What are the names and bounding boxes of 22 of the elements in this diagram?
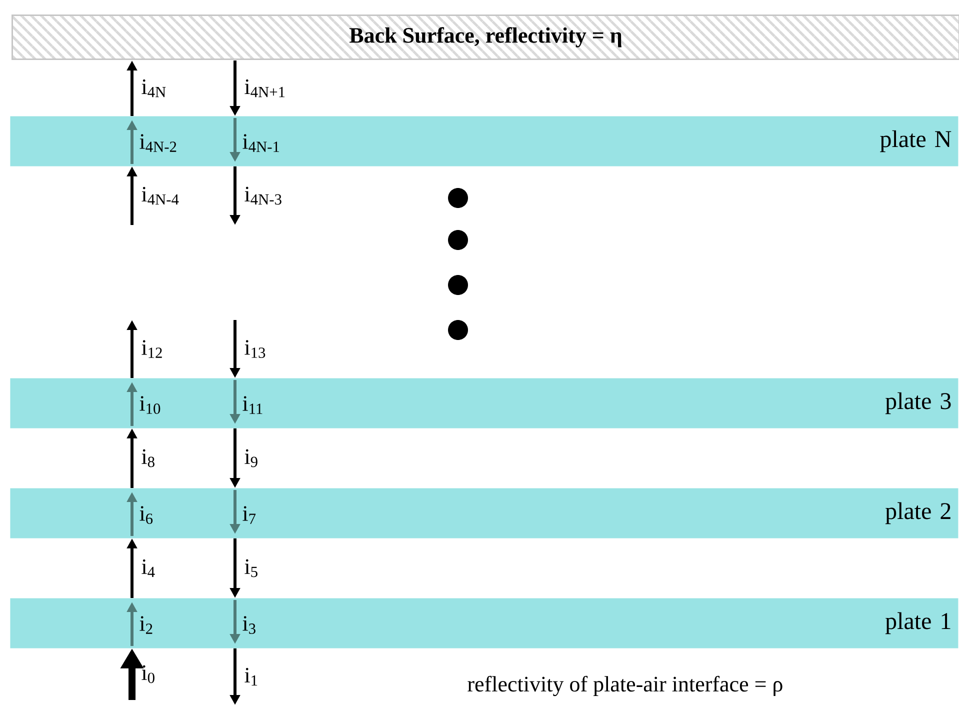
- arrow-label: i$_{4N-2}$: [140, 134, 176, 152]
- arrow-label: i$_{4N-3}$: [244, 186, 282, 205]
- arrow-label: i$_{4N-1}$: [242, 134, 280, 152]
- back-surface-band: Back Surface, reflectivity = η: [12, 14, 959, 60]
- arrow-label: i$_{7}$: [242, 506, 256, 524]
- arrow-label: i$_{1}$: [244, 668, 258, 686]
- arrow-label: i$_{9}$: [244, 449, 258, 468]
- arrow-label: i$_{13}$: [244, 340, 266, 358]
- arrow-label: i$_{4N+1}$: [244, 79, 285, 98]
- arrow-label: i$_{2}$: [140, 616, 152, 634]
- arrow-label: i$_{8}$: [142, 449, 154, 468]
- arrow-label: i$_{5}$: [244, 559, 258, 578]
- arrow-label: i$_{3}$: [242, 616, 256, 634]
- arrow-label: i$_{4}$: [142, 559, 155, 578]
- arrow-label: i$_{0}$: [142, 665, 154, 684]
- arrow-label: i$_{11}$: [242, 396, 262, 414]
- arrow-label: i$_{6}$: [140, 506, 153, 524]
- arrow-label: i$_{4N-4}$: [142, 186, 179, 205]
- arrow-label: i$_{4N}$: [142, 79, 166, 98]
- arrow-label: i$_{10}$: [140, 396, 160, 414]
- note-text: reflectivity of plate-air interface = ρ: [468, 676, 782, 696]
- arrow-label: i$_{12}$: [142, 340, 162, 358]
